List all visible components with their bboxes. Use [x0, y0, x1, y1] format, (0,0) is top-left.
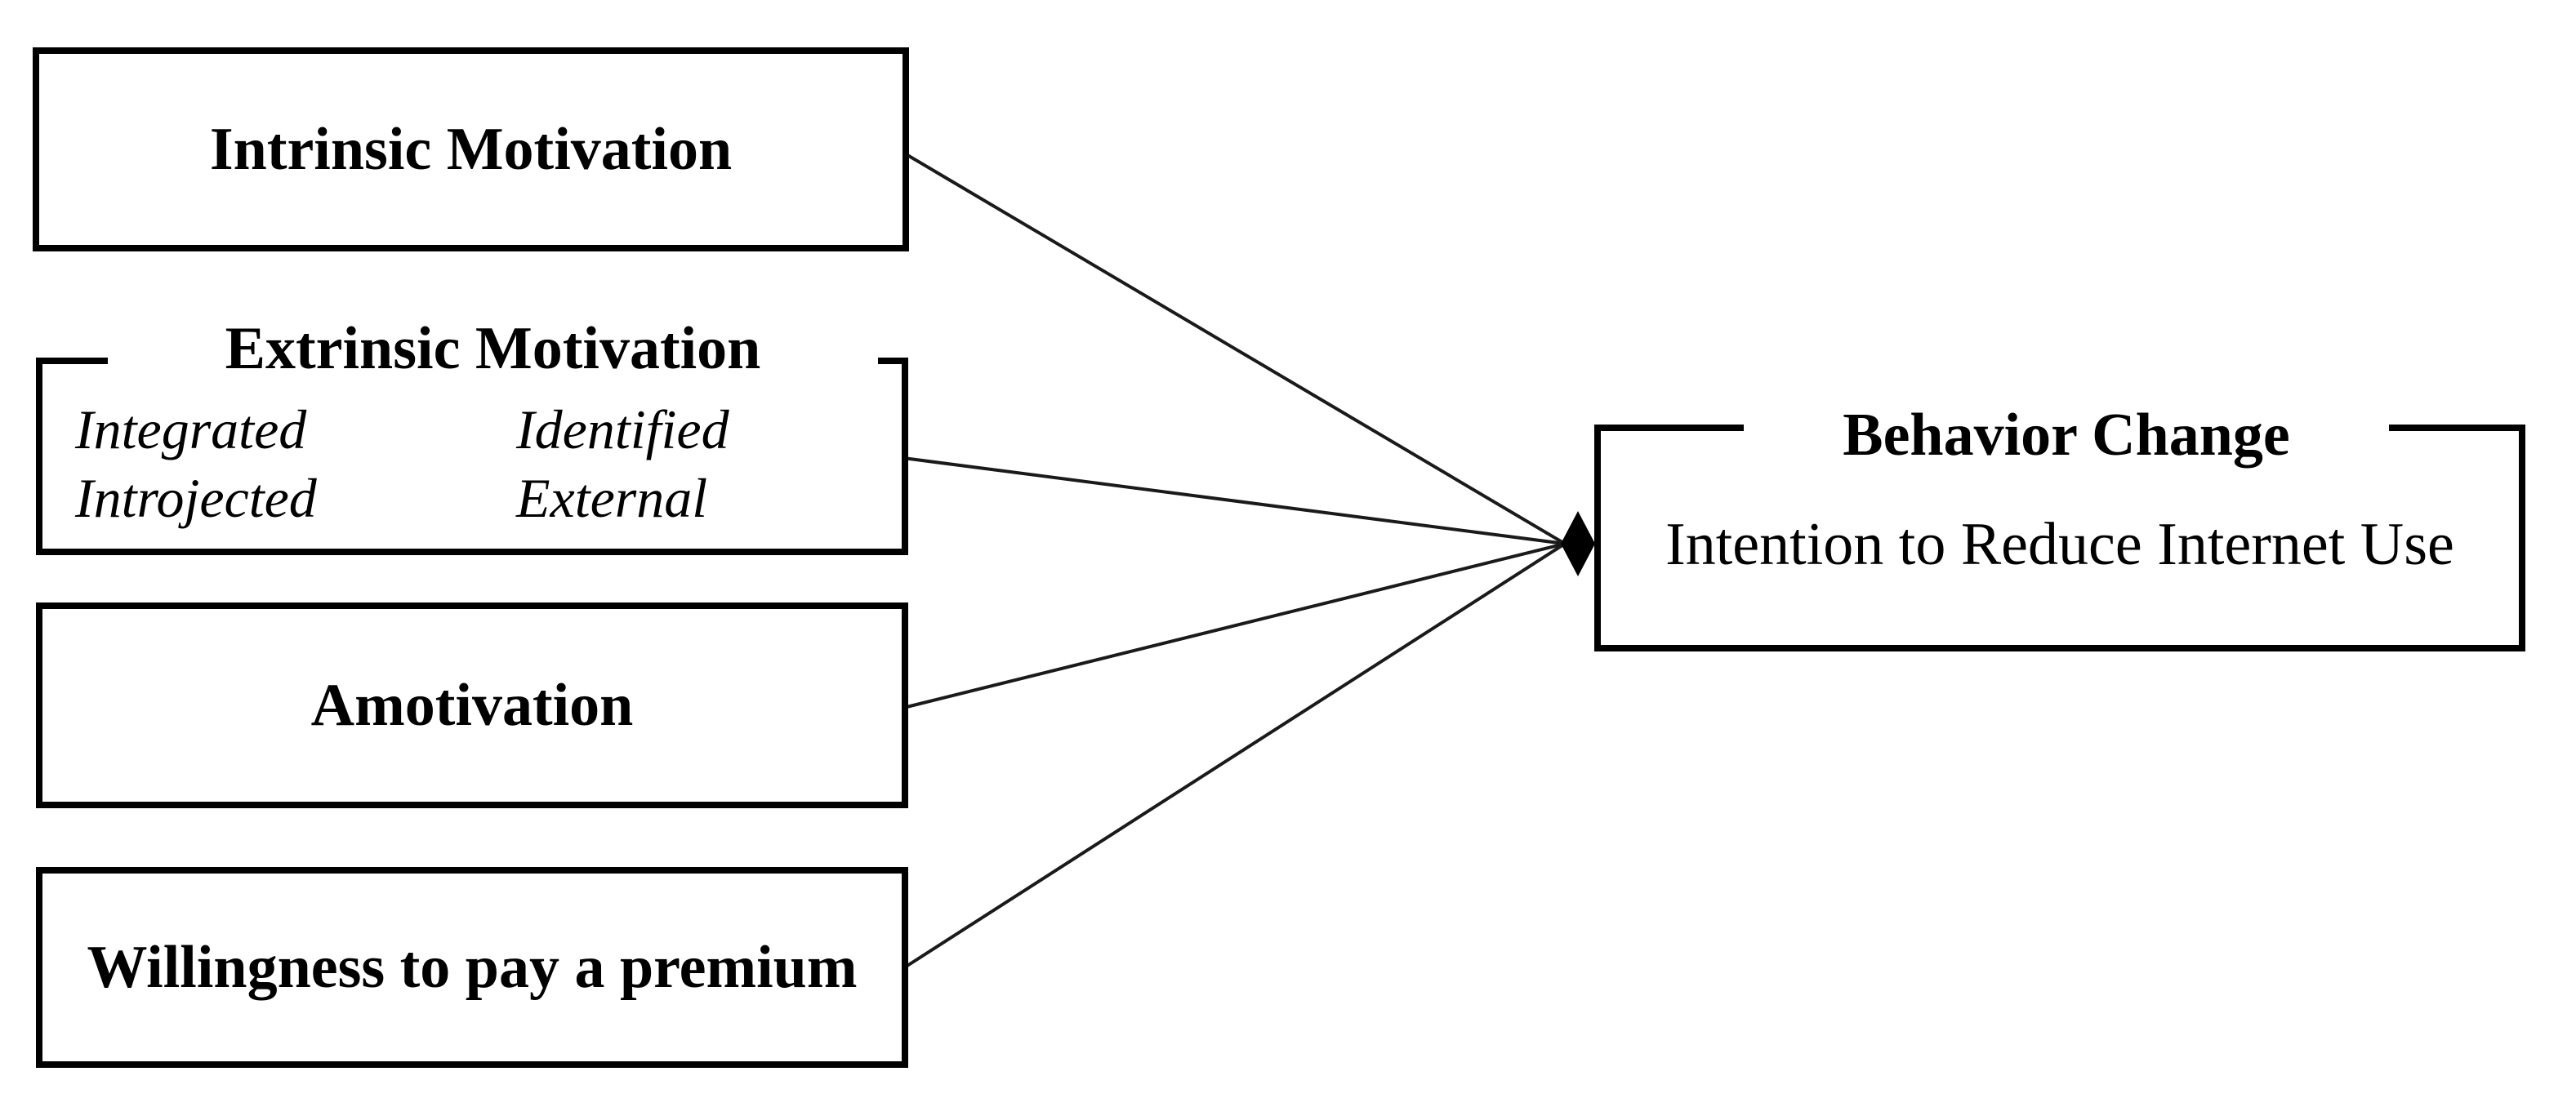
- extrinsic-item-external: External: [516, 467, 708, 529]
- intrinsic-motivation-label: Intrinsic Motivation: [209, 116, 733, 183]
- box-behavior-change: Behavior Change Intention to Reduce Inte…: [1594, 396, 2525, 651]
- amotivation-label: Amotivation: [310, 672, 634, 739]
- intention-to-reduce-internet-use-text: Intention to Reduce Internet Use: [1665, 511, 2454, 578]
- box-extrinsic-motivation: Extrinsic Motivation Integrated Identifi…: [36, 309, 908, 555]
- box-intrinsic-motivation: Intrinsic Motivation: [33, 47, 909, 251]
- behavior-change-label: Behavior Change: [1744, 396, 2389, 474]
- extrinsic-item-introjected: Introjected: [75, 467, 317, 529]
- willingness-to-pay-label: Willingness to pay a premium: [87, 934, 858, 1001]
- box-willingness-to-pay: Willingness to pay a premium: [36, 867, 908, 1068]
- box-amotivation: Amotivation: [36, 602, 908, 808]
- diamond-arrowhead-icon: [1561, 511, 1595, 576]
- connector-willingness-to-behavior: [902, 542, 1567, 970]
- extrinsic-item-integrated: Integrated: [75, 398, 307, 460]
- connector-intrinsic-to-behavior: [902, 151, 1567, 545]
- connector-extrinsic-to-behavior: [902, 456, 1566, 545]
- connector-amotivation-to-behavior: [902, 542, 1566, 709]
- extrinsic-item-identified: Identified: [516, 398, 729, 460]
- extrinsic-motivation-label: Extrinsic Motivation: [108, 309, 878, 388]
